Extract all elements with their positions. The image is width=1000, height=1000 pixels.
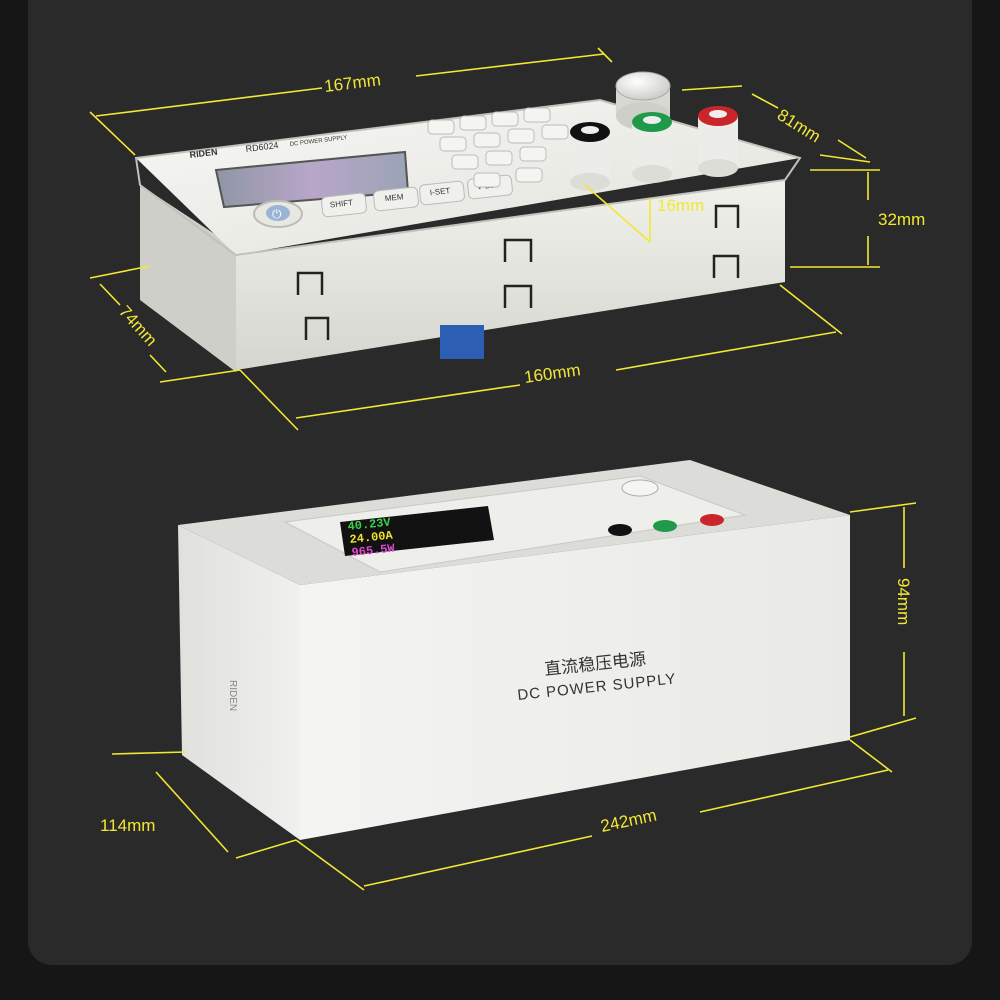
power-supply-device: RIDEN RD6024 DC POWER SUPPLY ⏻ SHIFT MEM…	[134, 71, 802, 372]
mem-key[interactable]: MEM	[373, 186, 419, 212]
box-side-face	[178, 525, 300, 840]
box-knob-red	[700, 514, 724, 526]
device-top-panel-rim	[134, 98, 802, 257]
readout-current: 24.00A	[349, 528, 394, 547]
svg-text:MEM: MEM	[384, 192, 404, 203]
dim-box-width: 242mm	[599, 806, 658, 836]
mounting-slots	[296, 204, 740, 340]
iset-key[interactable]: I-SET	[419, 180, 465, 206]
box-side-brand: RIDEN	[227, 680, 238, 711]
device-front-face	[236, 180, 785, 370]
readout-voltage: 40.23V	[347, 515, 392, 534]
numeric-keypad	[427, 107, 569, 188]
terminal-knob-red[interactable]	[698, 106, 738, 177]
device-brand: RIDEN	[189, 147, 218, 160]
svg-text:I-SET: I-SET	[429, 186, 450, 197]
svg-text:SHIFT: SHIFT	[329, 198, 353, 209]
box-knob-black	[608, 524, 632, 536]
dim-top-depth-right: 81mm	[774, 105, 824, 146]
encoder-knob[interactable]	[615, 71, 671, 130]
shift-key[interactable]: SHIFT	[321, 192, 367, 218]
blue-terminal	[440, 325, 484, 359]
box-encoder-knob	[621, 479, 659, 497]
box-device-screen	[340, 506, 494, 556]
power-button[interactable]: ⏻	[253, 200, 303, 228]
readout-power: 965.5W	[351, 541, 396, 560]
dimension-lines	[89, 47, 917, 891]
terminal-knob-green[interactable]	[632, 112, 672, 183]
dim-body-height: 32mm	[878, 210, 925, 229]
terminal-knob-black[interactable]	[570, 122, 610, 191]
device-model: RD6024	[245, 140, 279, 154]
box-front-face	[300, 515, 850, 840]
dim-box-depth: 114mm	[100, 816, 155, 835]
power-icon: ⏻	[272, 207, 282, 221]
box-knob-green	[653, 520, 677, 532]
power-supply-box: 40.23V 24.00A 965.5W RIDEN 直流稳压电源 DC POW…	[178, 460, 850, 840]
device-left-side	[140, 185, 236, 372]
dim-top-width: 167mm	[323, 70, 382, 96]
dim-knob-height: 16mm	[657, 196, 704, 215]
dim-box-height: 94mm	[894, 578, 913, 625]
dim-bottom-width: 160mm	[523, 360, 582, 387]
